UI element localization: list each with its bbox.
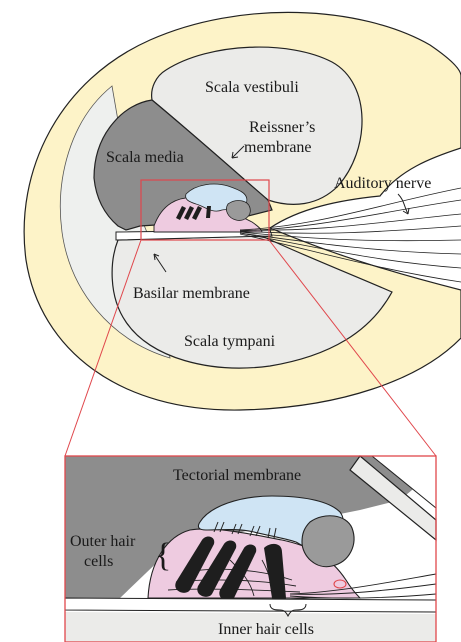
label-scala-media: Scala media: [106, 149, 184, 166]
label-inner-hair-cells: Inner hair cells: [218, 621, 314, 638]
inset-basilar-membrane: [65, 598, 436, 612]
inset-tectorial-lobe: [302, 516, 354, 567]
label-auditory-nerve: Auditory nerve: [334, 175, 431, 192]
tectorial-lobe-small: [226, 201, 250, 221]
label-reissners-membrane-1: Reissner’s: [249, 119, 315, 136]
label-tectorial-membrane: Tectorial membrane: [173, 467, 301, 484]
label-reissners-membrane-2: membrane: [244, 139, 312, 156]
zoomed-inset: Tectorial membrane Outer hair cells { In…: [65, 456, 436, 642]
label-outer-hair-cells-2: cells: [84, 553, 113, 570]
label-basilar-membrane: Basilar membrane: [133, 285, 250, 302]
brace-outer-hair-cells: {: [155, 537, 171, 574]
label-scala-tympani: Scala tympani: [184, 333, 276, 350]
label-scala-vestibuli: Scala vestibuli: [205, 79, 299, 96]
label-outer-hair-cells-1: Outer hair: [70, 533, 136, 550]
